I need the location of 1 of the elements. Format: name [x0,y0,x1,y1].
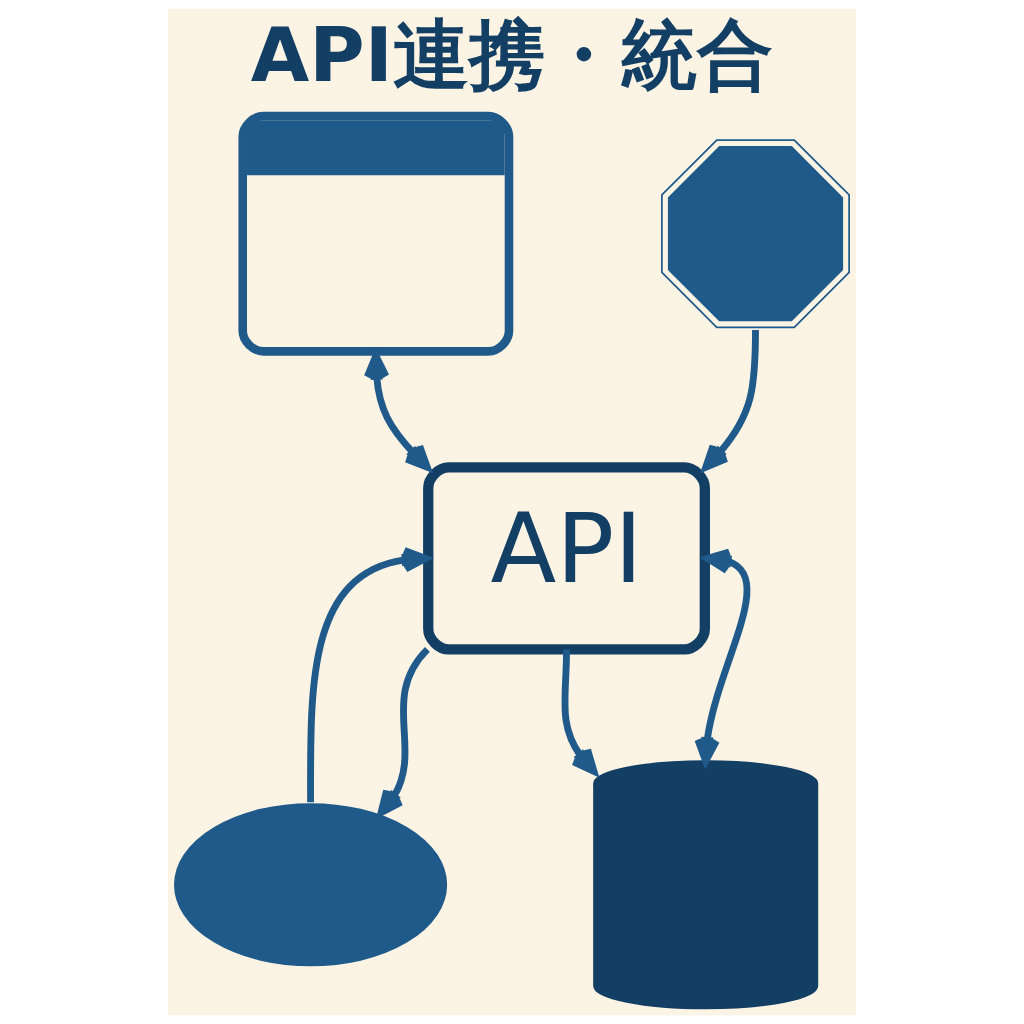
diagram-title: API連携・統合 [250,11,773,100]
